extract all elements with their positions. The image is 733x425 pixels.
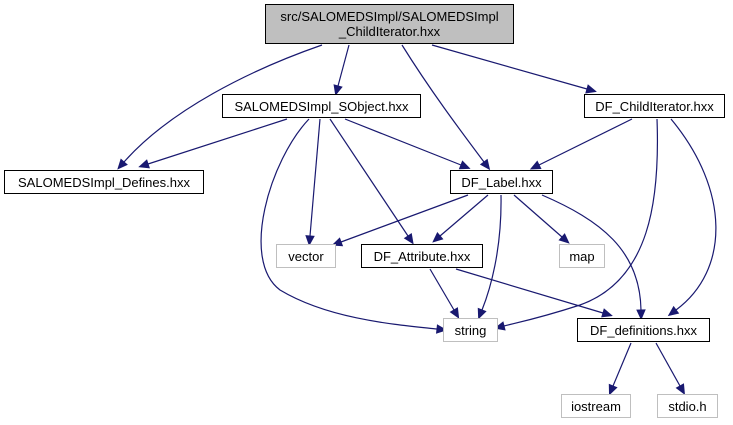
node-df-childiterator[interactable]: DF_ChildIterator.hxx xyxy=(584,94,725,118)
edge-dfdefs-iostream xyxy=(612,342,632,387)
arrowhead-dflabel-vector xyxy=(331,237,344,247)
arrowhead-dfchild-dfdefs xyxy=(667,305,680,317)
node-iostream[interactable]: iostream xyxy=(561,394,631,418)
node-df-label[interactable]: DF_Label.hxx xyxy=(450,170,553,194)
edge-main-defines xyxy=(123,44,323,163)
edge-sobject-string xyxy=(260,118,438,330)
arrowhead-main-dflabel xyxy=(479,158,491,171)
edge-dfchild-dflabel xyxy=(538,118,633,166)
edge-dflabel-vector xyxy=(340,194,469,243)
arrowhead-sobject-vector xyxy=(305,235,315,247)
arrowhead-dflabel-map xyxy=(558,233,570,244)
arrowhead-sobject-dflabel xyxy=(458,160,471,170)
node-stdio-h[interactable]: stdio.h xyxy=(657,394,718,418)
edge-main-dfchild xyxy=(431,44,588,90)
arrowhead-dfchild-dflabel xyxy=(529,160,542,170)
edge-dfattr-string xyxy=(429,268,455,311)
edge-dfchild-string xyxy=(503,118,659,327)
edge-dflabel-map xyxy=(513,194,563,238)
node-main-file[interactable]: src/SALOMEDSImpl/SALOMEDSImpl _ChildIter… xyxy=(265,4,514,44)
edge-dflabel-string xyxy=(481,194,502,311)
edge-dfchild-dfdefs xyxy=(670,118,717,311)
edge-dflabel-dfdefs xyxy=(541,194,642,311)
arrowhead-dflabel-dfdefs xyxy=(636,309,646,321)
edge-sobject-vector xyxy=(309,118,321,237)
arrowhead-main-sobject xyxy=(333,84,343,96)
arrowhead-dfdefs-stdio xyxy=(675,383,685,395)
edge-dfattr-dfdefs xyxy=(455,268,604,314)
arrowhead-main-dfchild xyxy=(585,84,597,94)
edge-main-dflabel xyxy=(401,44,485,163)
edge-main-sobject xyxy=(337,44,350,87)
arrowhead-dfdefs-iostream xyxy=(608,383,618,396)
edge-sobject-dflabel xyxy=(344,118,462,166)
node-map[interactable]: map xyxy=(559,244,605,268)
node-df-attribute[interactable]: DF_Attribute.hxx xyxy=(361,244,483,268)
arrowhead-dflabel-dfattr xyxy=(432,232,444,243)
edge-dflabel-dfattr xyxy=(439,194,489,237)
arrowhead-dflabel-string xyxy=(477,307,487,320)
arrowhead-main-defines xyxy=(117,158,128,170)
arrowhead-sobject-dfattr xyxy=(403,232,414,245)
arrowhead-sobject-defines xyxy=(138,159,150,169)
node-df-definitions[interactable]: DF_definitions.hxx xyxy=(577,318,710,342)
arrowhead-sobject-string xyxy=(435,324,448,334)
node-salomedsimpl-sobject[interactable]: SALOMEDSImpl_SObject.hxx xyxy=(222,94,421,118)
arrowhead-dfattr-string xyxy=(449,307,460,319)
node-salomedsimpl-defines[interactable]: SALOMEDSImpl_Defines.hxx xyxy=(4,170,204,194)
edge-sobject-dfattr xyxy=(329,118,409,237)
arrowhead-dfattr-dfdefs xyxy=(601,308,613,318)
edge-dfdefs-stdio xyxy=(655,342,681,387)
node-string[interactable]: string xyxy=(443,318,498,342)
node-vector[interactable]: vector xyxy=(276,244,336,268)
edge-sobject-defines xyxy=(147,118,288,165)
